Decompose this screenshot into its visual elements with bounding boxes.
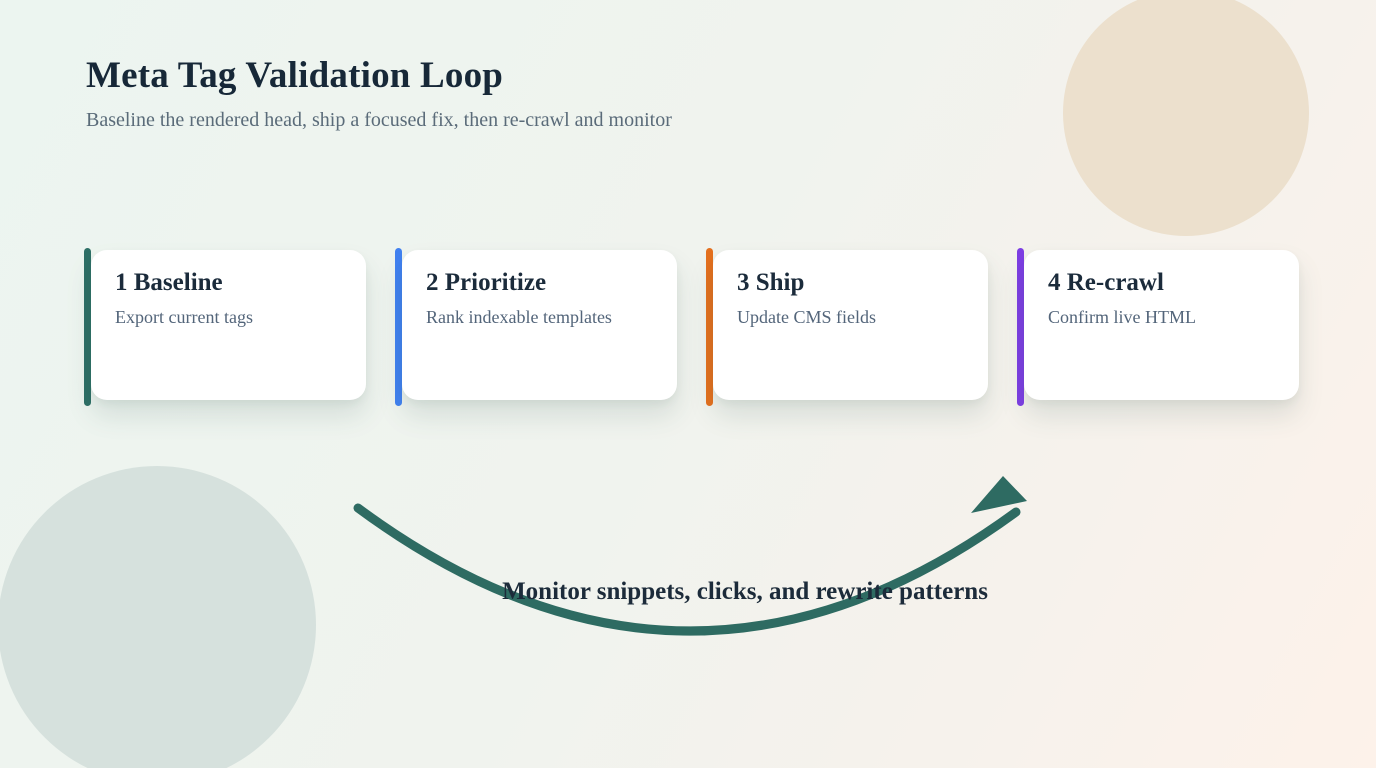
step-description: Export current tags xyxy=(115,307,253,327)
header: Meta Tag Validation Loop Baseline the re… xyxy=(86,54,672,132)
step-title: 4 Re-crawl xyxy=(1048,269,1164,296)
step-card-body: 3 Ship Update CMS fields xyxy=(713,250,988,400)
step-title: 1 Baseline xyxy=(115,269,223,296)
step-accent-bar xyxy=(84,248,91,406)
page-title: Meta Tag Validation Loop xyxy=(86,55,504,96)
step-description: Confirm live HTML xyxy=(1048,307,1196,327)
step-accent-bar xyxy=(1017,248,1024,406)
loop-label: Monitor snippets, clicks, and rewrite pa… xyxy=(502,578,988,605)
step-card-body: 1 Baseline Export current tags xyxy=(91,250,366,400)
step-card-ship: 3 Ship Update CMS fields xyxy=(706,248,988,406)
step-card-body: 2 Prioritize Rank indexable templates xyxy=(402,250,677,400)
step-card-body: 4 Re-crawl Confirm live HTML xyxy=(1024,250,1299,400)
step-accent-bar xyxy=(706,248,713,406)
step-card-baseline: 1 Baseline Export current tags xyxy=(84,248,366,406)
decorative-circle-top-right xyxy=(1063,0,1309,236)
step-description: Update CMS fields xyxy=(737,307,876,327)
decorative-circle-bottom-left xyxy=(0,466,316,768)
step-card-prioritize: 2 Prioritize Rank indexable templates xyxy=(395,248,677,406)
step-title: 2 Prioritize xyxy=(426,269,547,296)
step-card-recrawl: 4 Re-crawl Confirm live HTML xyxy=(1017,248,1299,406)
step-title: 3 Ship xyxy=(737,269,805,296)
step-accent-bar xyxy=(395,248,402,406)
step-description: Rank indexable templates xyxy=(426,307,612,327)
steps-row: 1 Baseline Export current tags 2 Priorit… xyxy=(84,248,1299,406)
page-subtitle: Baseline the rendered head, ship a focus… xyxy=(86,109,672,131)
